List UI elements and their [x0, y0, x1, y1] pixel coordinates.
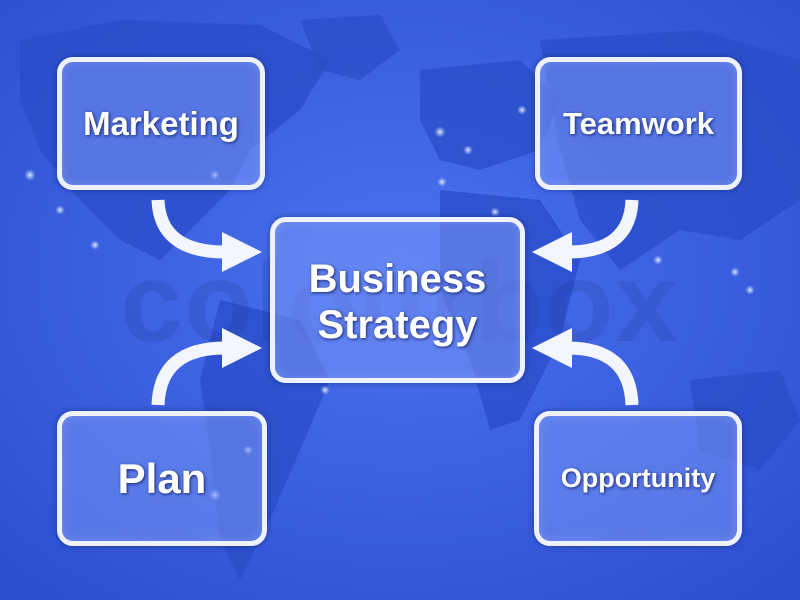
opportunity-label: Opportunity: [560, 463, 716, 493]
continent-europe: [420, 60, 560, 170]
arrowhead-bottom-right: [532, 328, 572, 368]
opportunity-box: Opportunity: [534, 411, 742, 546]
arrowhead-top-left: [222, 232, 262, 272]
marketing-box: Marketing: [57, 57, 265, 190]
business-strategy-box: Business Strategy: [270, 217, 525, 383]
arrow-plan-to-center: [151, 341, 226, 406]
plan-box: Plan: [57, 411, 267, 546]
continent-greenland: [300, 15, 400, 80]
arrow-opportunity-to-center: [567, 341, 639, 406]
teamwork-box: Teamwork: [535, 57, 742, 190]
business-strategy-label: Business Strategy: [309, 256, 487, 348]
arrow-marketing-to-center: [151, 199, 226, 259]
arrowhead-bottom-left: [222, 328, 262, 368]
arrowhead-top-right: [532, 232, 572, 272]
marketing-label: Marketing: [83, 104, 239, 142]
teamwork-label: Teamwork: [562, 105, 715, 141]
arrow-teamwork-to-center: [567, 199, 639, 259]
center-line-2: Strategy: [317, 303, 478, 347]
plan-label: Plan: [117, 454, 207, 502]
center-line-1: Business: [308, 257, 487, 301]
